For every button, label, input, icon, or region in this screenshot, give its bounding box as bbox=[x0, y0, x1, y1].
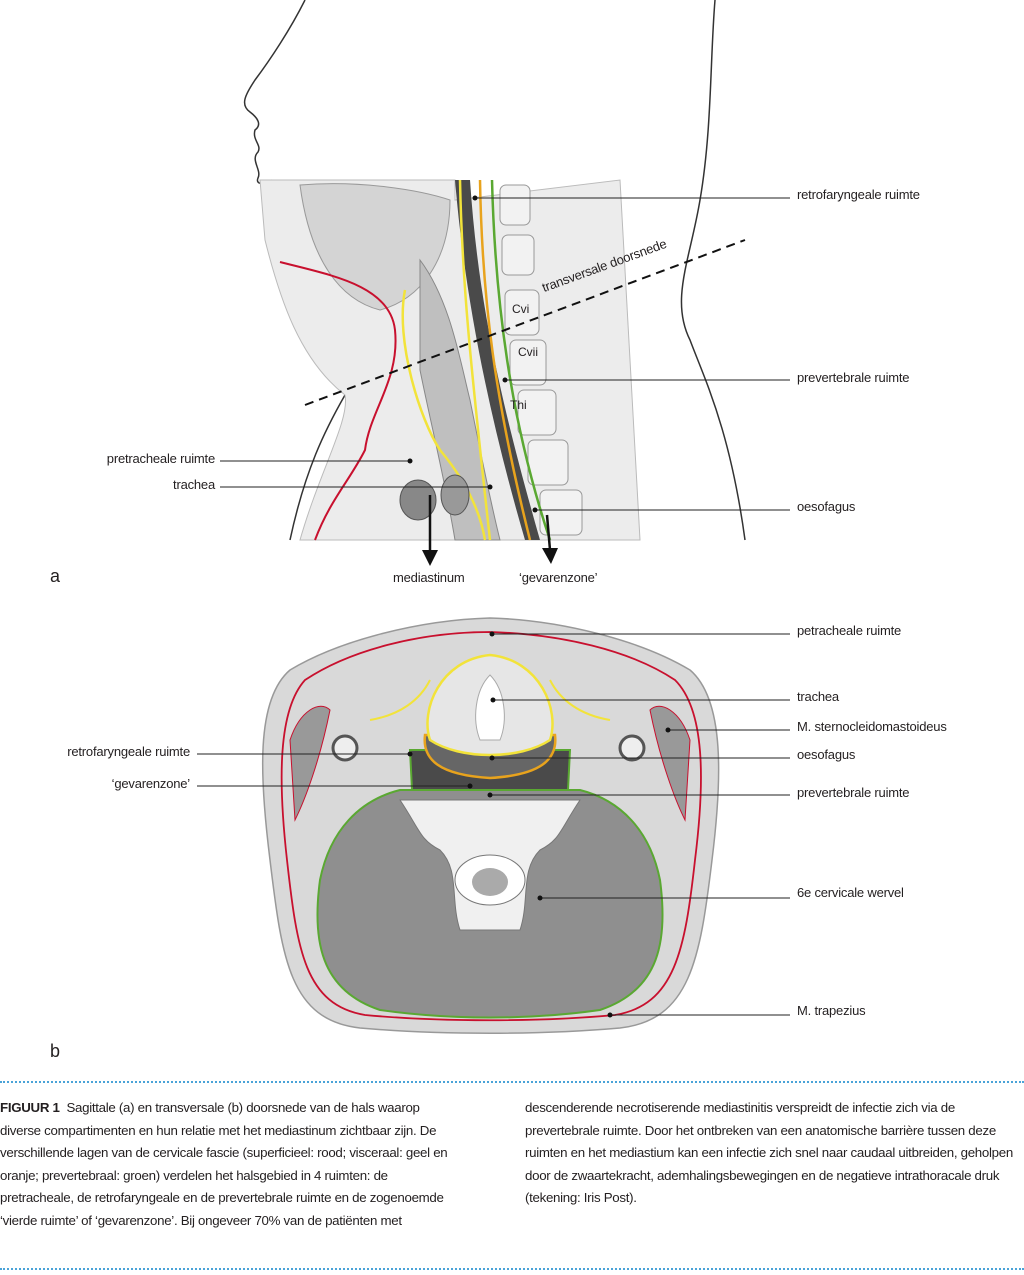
panel-letter-a: a bbox=[50, 566, 61, 586]
red-fascia-line bbox=[279, 261, 397, 541]
carotid-left bbox=[331, 734, 359, 762]
label-gevarenzone-b: ‘gevarenzone’ bbox=[111, 776, 191, 791]
sternocleido-left bbox=[289, 705, 331, 822]
label-thi: Thi bbox=[510, 398, 527, 412]
sagittal-section bbox=[220, 0, 790, 566]
neck-front-profile bbox=[289, 394, 346, 541]
airway bbox=[419, 258, 501, 541]
label-cvii: Cvii bbox=[518, 345, 538, 359]
label-prevertebrale-b: prevertebrale ruimte bbox=[797, 785, 910, 800]
figure-label: FIGUUR 1 bbox=[0, 1100, 60, 1115]
brachiocephalic-vessel bbox=[399, 479, 437, 521]
orange-fascia-line bbox=[478, 179, 532, 541]
label-trapezius: M. trapezius bbox=[797, 1003, 866, 1018]
leader-lines-a bbox=[220, 197, 790, 511]
panel-letter-b: b bbox=[50, 1041, 61, 1061]
danger-zone-arrow bbox=[542, 514, 558, 564]
leader-dots-a bbox=[407, 195, 538, 513]
label-sternocleidomastoideus: M. sternocleidomastoideus bbox=[797, 719, 947, 734]
transversal-section-line bbox=[304, 239, 746, 406]
leader-lines-b bbox=[197, 633, 790, 1016]
label-prevertebrale-a: prevertebrale ruimte bbox=[797, 370, 910, 385]
sternocleido-right bbox=[649, 705, 691, 822]
label-oesofagus-b: oesofagus bbox=[797, 747, 856, 762]
label-trachea-b: trachea bbox=[797, 689, 839, 704]
transverse-section bbox=[197, 617, 790, 1034]
label-gevarenzone-a: ‘gevarenzone’ bbox=[519, 570, 598, 585]
label-retrofaryngeale-b: retrofaryngeale ruimte bbox=[67, 744, 190, 759]
yellow-fascia-line bbox=[458, 179, 492, 541]
label-retrofaryngeale-a: retrofaryngeale ruimte bbox=[797, 187, 920, 202]
label-mediastinum: mediastinum bbox=[393, 570, 465, 585]
face-profile bbox=[243, 0, 306, 185]
aortic-vessel bbox=[440, 474, 470, 516]
caption-column-2: descenderende necrotiserende mediastinit… bbox=[525, 1100, 1013, 1205]
label-petracheale-b: petracheale ruimte bbox=[797, 623, 902, 638]
yellow-fascia-front bbox=[401, 289, 487, 541]
label-cvi: Cvi bbox=[512, 302, 530, 316]
carotid-right bbox=[618, 734, 646, 762]
mediastinum-arrow bbox=[422, 495, 438, 566]
vertebrae bbox=[499, 184, 583, 536]
spinal-cord bbox=[472, 868, 508, 896]
caption-bottom-rule bbox=[0, 1268, 1024, 1270]
visceral-fascia-yellow bbox=[369, 679, 611, 721]
caption-column-1: FIGUUR 1 Sagittale (a) en transversale (… bbox=[0, 1097, 460, 1232]
leader-dots-b bbox=[407, 631, 671, 1018]
trachea-lumen bbox=[475, 674, 505, 741]
label-oesofagus-a: oesofagus bbox=[797, 499, 856, 514]
caption-top-rule bbox=[0, 1081, 1024, 1083]
label-pretracheale-a: pretracheale ruimte bbox=[106, 451, 215, 466]
danger-zone-band bbox=[455, 180, 540, 540]
neck-back-profile bbox=[680, 0, 746, 541]
label-cervicale-wervel: 6e cervicale wervel bbox=[797, 885, 904, 900]
caption-text-1: Sagittale (a) en transversale (b) doorsn… bbox=[0, 1100, 448, 1228]
green-fascia-line bbox=[490, 179, 552, 541]
label-trachea-a: trachea bbox=[173, 477, 215, 492]
